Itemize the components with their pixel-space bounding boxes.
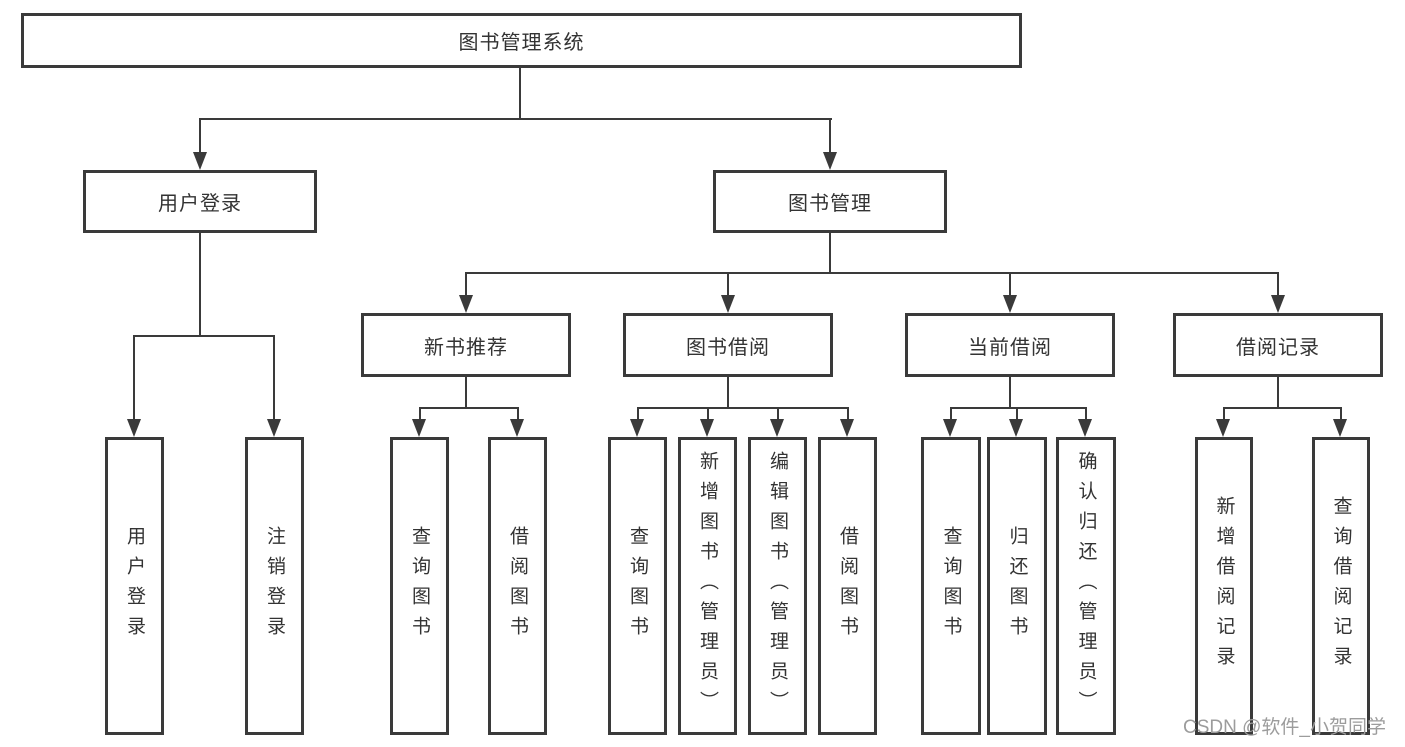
connector-root-split [199, 118, 832, 120]
arrow-down-icon [193, 152, 207, 170]
leaf-add-borrow-record: 新增借阅记录 [1195, 437, 1253, 735]
connector-user-login-stem [199, 233, 201, 337]
node-label: 借阅记录 [1236, 336, 1320, 359]
node-book-management: 图书管理 [713, 170, 947, 233]
connector-drop-user-login [199, 118, 201, 154]
leaf-label: 确认归还（管理员） [1075, 451, 1097, 721]
connector-records-stem [1277, 377, 1279, 409]
leaf-return-books: 归还图书 [987, 437, 1047, 735]
connector-drop-leaf [950, 407, 952, 421]
arrow-down-icon [510, 419, 524, 437]
node-label: 图书借阅 [686, 336, 770, 359]
connector-drop-current [1009, 272, 1011, 298]
leaf-label: 查询图书 [627, 526, 648, 646]
leaf-label: 归还图书 [1006, 526, 1028, 646]
connector-current-split [950, 407, 1087, 409]
connector-newrec-stem [465, 377, 467, 409]
arrow-down-icon [412, 419, 426, 437]
leaf-label: 新增图书（管理员） [697, 451, 718, 721]
arrow-down-icon [840, 419, 854, 437]
node-label: 新书推荐 [424, 336, 508, 359]
connector-root-stem [519, 68, 521, 120]
leaf-add-book-admin: 新增图书（管理员） [678, 437, 737, 735]
node-new-book-recommend: 新书推荐 [361, 313, 571, 377]
connector-drop-leaf [419, 407, 421, 421]
arrow-down-icon [1333, 419, 1347, 437]
node-borrowing-records: 借阅记录 [1173, 313, 1383, 377]
arrow-down-icon [1003, 295, 1017, 313]
connector-user-login-split [133, 335, 275, 337]
arrow-down-icon [127, 419, 141, 437]
node-label: 用户登录 [158, 193, 242, 215]
node-book-borrowing: 图书借阅 [623, 313, 833, 377]
leaf-label: 用户登录 [124, 526, 145, 646]
connector-borrowing-split [637, 407, 849, 409]
arrow-down-icon [700, 419, 714, 437]
node-library-management-system: 图书管理系统 [21, 13, 1022, 68]
connector-drop-leaf [1223, 407, 1225, 421]
node-current-borrowing: 当前借阅 [905, 313, 1115, 377]
node-label: 当前借阅 [968, 336, 1052, 359]
arrow-down-icon [459, 295, 473, 313]
connector-drop-leaf [273, 335, 275, 421]
arrow-down-icon [630, 419, 644, 437]
leaf-label: 编辑图书（管理员） [767, 451, 788, 721]
leaf-label: 借阅图书 [507, 526, 528, 646]
leaf-edit-book-admin: 编辑图书（管理员） [748, 437, 807, 735]
arrow-down-icon [943, 419, 957, 437]
node-label: 图书管理 [788, 193, 872, 215]
connector-drop-leaf [1085, 407, 1087, 421]
arrow-down-icon [770, 419, 784, 437]
connector-drop-leaf [847, 407, 849, 421]
leaf-query-books-newrec: 查询图书 [390, 437, 449, 735]
connector-drop-leaf [1016, 407, 1018, 421]
connector-drop-leaf [707, 407, 709, 421]
csdn-watermark: CSDN @软件_小贺同学 [1183, 717, 1386, 738]
leaf-query-borrow-record: 查询借阅记录 [1312, 437, 1370, 735]
connector-drop-leaf [1340, 407, 1342, 421]
arrow-down-icon [1271, 295, 1285, 313]
arrow-down-icon [1216, 419, 1230, 437]
arrow-down-icon [823, 152, 837, 170]
connector-drop-newrec [465, 272, 467, 298]
leaf-label: 查询借阅记录 [1330, 496, 1352, 676]
leaf-query-books-borrow: 查询图书 [608, 437, 667, 735]
leaf-borrow-books: 借阅图书 [818, 437, 877, 735]
leaf-label: 查询图书 [940, 526, 962, 646]
leaf-label: 注销登录 [264, 526, 285, 646]
leaf-query-books-current: 查询图书 [921, 437, 981, 735]
node-label: 图书管理系统 [458, 32, 585, 54]
connector-newrec-split [419, 407, 519, 409]
leaf-logout: 注销登录 [245, 437, 304, 735]
leaf-label: 查询图书 [409, 526, 430, 646]
connector-drop-borrowing [727, 272, 729, 298]
connector-borrowing-stem [727, 377, 729, 409]
arrow-down-icon [1009, 419, 1023, 437]
connector-drop-leaf [637, 407, 639, 421]
connector-drop-records [1277, 272, 1279, 298]
connector-current-stem [1009, 377, 1011, 409]
connector-drop-leaf [777, 407, 779, 421]
leaf-label: 借阅图书 [837, 526, 858, 646]
leaf-confirm-return-admin: 确认归还（管理员） [1056, 437, 1116, 735]
connector-records-split [1223, 407, 1342, 409]
leaf-borrow-books-newrec: 借阅图书 [488, 437, 547, 735]
arrow-down-icon [1078, 419, 1092, 437]
connector-book-mgmt-stem [829, 233, 831, 274]
connector-book-mgmt-split [465, 272, 1279, 274]
node-user-login: 用户登录 [83, 170, 317, 233]
leaf-label: 新增借阅记录 [1213, 496, 1235, 676]
connector-drop-leaf [133, 335, 135, 421]
arrow-down-icon [721, 295, 735, 313]
connector-drop-leaf [517, 407, 519, 421]
arrow-down-icon [267, 419, 281, 437]
leaf-user-login: 用户登录 [105, 437, 164, 735]
connector-drop-book-mgmt [829, 118, 831, 154]
